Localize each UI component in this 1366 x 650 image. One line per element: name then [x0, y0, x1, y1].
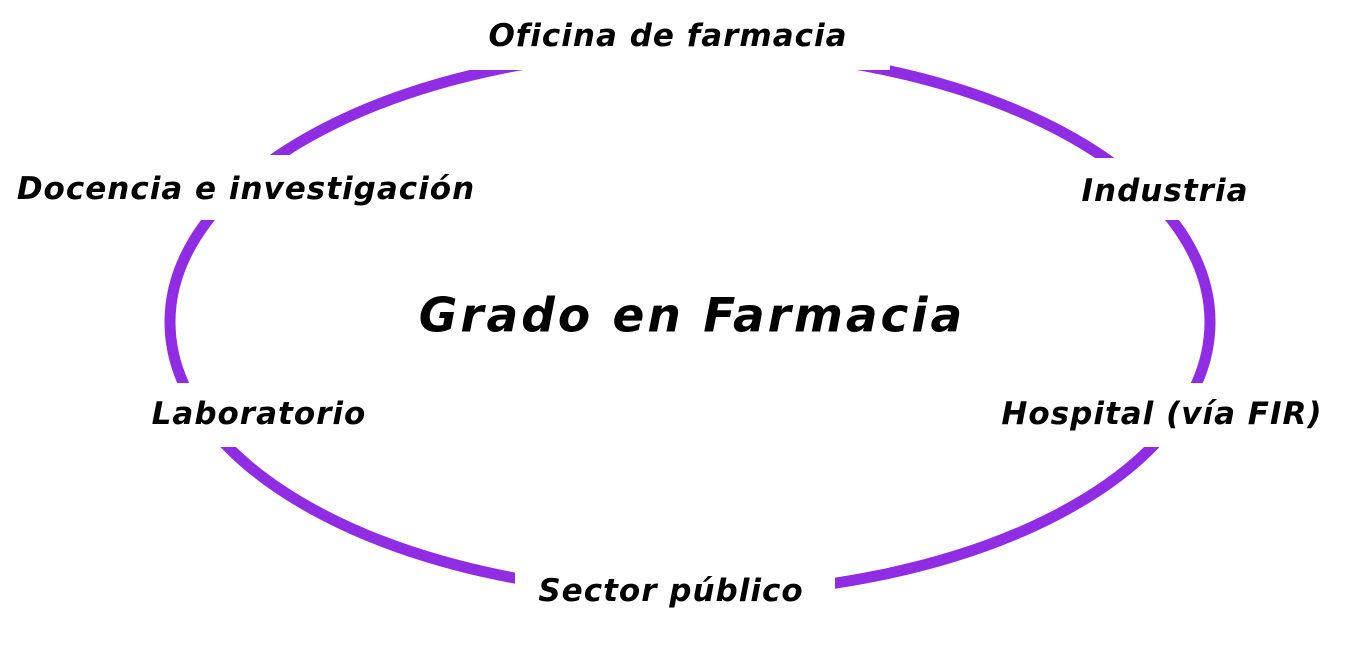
node-label-hospital-via-fir: Hospital (vía FIR) [993, 394, 1331, 434]
diagram-center-title: Grado en Farmacia [418, 288, 966, 344]
node-label-docencia-e-investigacion: Docencia e investigación [8, 169, 484, 209]
node-label-industria: Industria [1073, 171, 1257, 211]
node-label-oficina-de-farmacia: Oficina de farmacia [480, 16, 856, 56]
node-label-sector-publico: Sector público [530, 571, 812, 611]
node-label-laboratorio: Laboratorio [143, 394, 375, 434]
